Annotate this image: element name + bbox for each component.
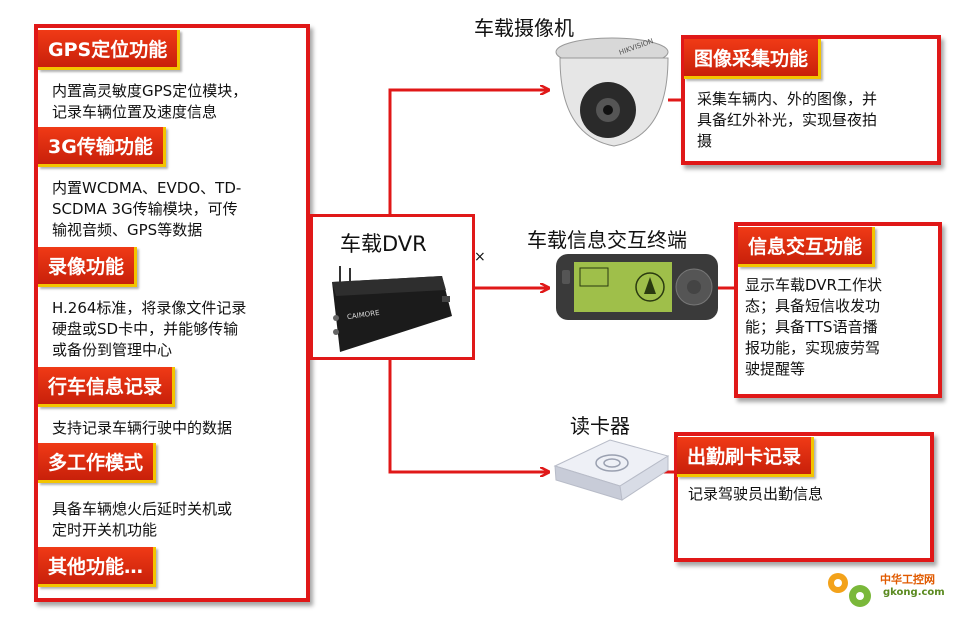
dvr-marker: × (474, 249, 486, 265)
feature-desc-driving-record: 支持记录车辆行驶中的数据 (52, 419, 233, 437)
card-reader-icon (553, 439, 670, 501)
gear-icon (828, 573, 871, 607)
reader-feature-desc: 记录驾驶员出勤信息 (688, 485, 824, 503)
arrow-to-reader (388, 360, 548, 472)
dvr-device-icon (332, 266, 452, 352)
feature-desc-work-mode: 具备车辆熄火后延时关机或定时开关机功能 (52, 500, 233, 539)
camera-feature-tag: 图像采集功能 (684, 39, 822, 79)
info-terminal-icon (556, 254, 718, 320)
feature-tag-work-mode: 多工作模式 (38, 443, 157, 483)
watermark-text-url: gkong.com (883, 587, 945, 598)
feature-tag-3g: 3G传输功能 (38, 127, 166, 167)
feature-desc-3g: 内置WCDMA、EVDO、TD-SCDMA 3G传输模块，可传输视音频、GPS等… (52, 179, 242, 239)
feature-tag-driving-record: 行车信息记录 (38, 367, 176, 407)
feature-tag-other: 其他功能… (38, 547, 157, 587)
feature-desc-recording: H.264标准，将录像文件记录硬盘或SD卡中，并能够传输或备份到管理中心 (52, 299, 247, 359)
terminal-feature-tag: 信息交互功能 (738, 227, 876, 267)
feature-tag-recording: 录像功能 (38, 247, 138, 287)
feature-panel (34, 24, 310, 602)
camera-title: 车载摄像机 (474, 16, 574, 40)
reader-title: 读卡器 (570, 414, 630, 438)
feature-desc-gps: 内置高灵敏度GPS定位模块，记录车辆位置及速度信息 (52, 82, 248, 121)
dome-camera-icon: HIKVISION (555, 37, 669, 147)
watermark-text-cn: 中华工控网 (880, 573, 935, 586)
terminal-title: 车载信息交互终端 (527, 228, 687, 252)
reader-feature-tag: 出勤刷卡记录 (677, 437, 815, 477)
camera-feature-desc: 采集车辆内、外的图像，并具备红外补光，实现昼夜拍摄 (697, 90, 878, 150)
dvr-title: 车载DVR (340, 232, 427, 256)
terminal-feature-desc: 显示车载DVR工作状态；具备短信收发功能；具备TTS语音播报功能，实现疲劳驾驶提… (745, 276, 882, 378)
arrow-to-camera (388, 90, 548, 214)
feature-tag-gps: GPS定位功能 (38, 30, 181, 70)
